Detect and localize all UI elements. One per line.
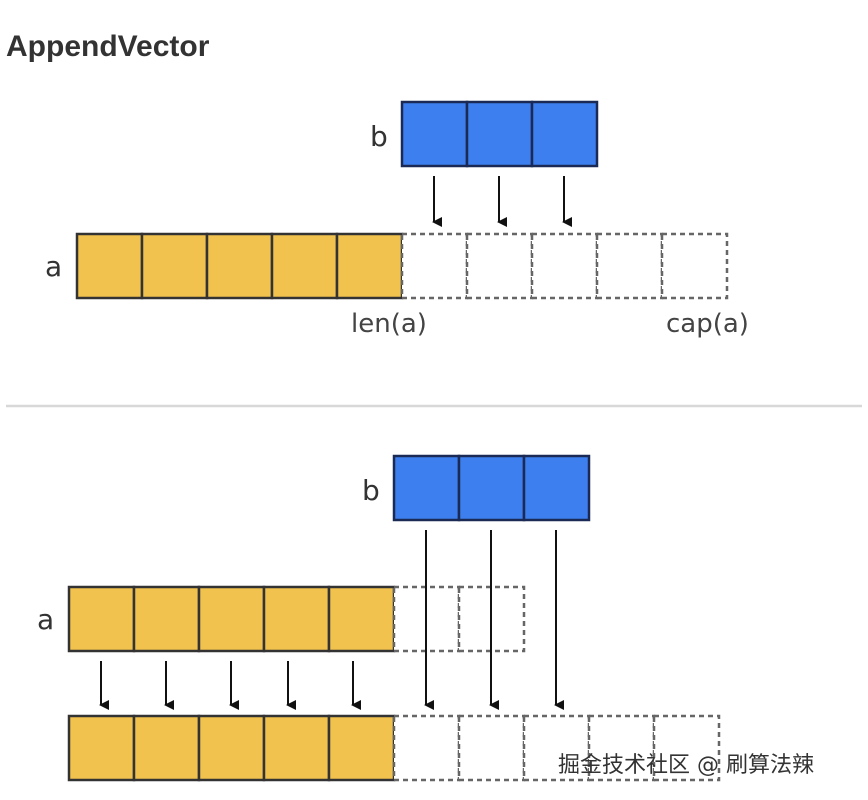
bottom-copy-arrows <box>99 530 564 710</box>
bottom-a-new-empty-cell <box>392 714 461 782</box>
bottom-a-new-cell <box>262 714 331 782</box>
top-a-empty-cell <box>465 232 534 300</box>
watermark-text: 掘金技术社区 @ 刷算法辣 <box>558 753 814 778</box>
bottom-a-old-cell <box>327 585 396 653</box>
cap-a-label: cap(a) <box>666 309 749 339</box>
bottom-a-new-empty-cell <box>457 714 526 782</box>
bottom-a-new-cell <box>132 714 201 782</box>
bottom-a-old-vector <box>67 585 526 653</box>
bottom-a-new-empty-cell <box>522 714 591 782</box>
bottom-b-cell <box>457 454 526 522</box>
top-a-vector <box>75 232 729 300</box>
top-b-label: b <box>370 120 388 153</box>
bottom-a-new-vector <box>67 714 721 782</box>
top-b-cell <box>465 100 534 168</box>
bottom-a-new-empty-cell <box>652 714 721 782</box>
top-a-cell <box>75 232 144 300</box>
len-a-label: len(a) <box>351 309 427 339</box>
top-copy-arrows <box>432 176 572 227</box>
top-b-vector <box>400 100 599 168</box>
top-panel: b a len(a) cap(a) <box>45 100 749 339</box>
bottom-a-new-empty-cell <box>587 714 656 782</box>
top-a-empty-cell <box>595 232 664 300</box>
top-b-cell <box>530 100 599 168</box>
top-a-label: a <box>45 250 62 283</box>
bottom-a-new-cell <box>67 714 136 782</box>
bottom-b-vector <box>392 454 591 522</box>
diagram-title: AppendVector <box>6 30 210 63</box>
bottom-b-cell <box>392 454 461 522</box>
bottom-a-old-cell <box>67 585 136 653</box>
top-a-cell <box>205 232 274 300</box>
bottom-b-label: b <box>362 474 380 507</box>
bottom-a-new-cell <box>197 714 266 782</box>
top-a-empty-cell <box>400 232 469 300</box>
top-a-cell <box>335 232 404 300</box>
bottom-b-cell <box>522 454 591 522</box>
bottom-a-new-cell <box>327 714 396 782</box>
top-a-cell <box>270 232 339 300</box>
top-a-cell <box>140 232 209 300</box>
bottom-panel: b a <box>37 454 721 782</box>
top-a-empty-cell <box>530 232 599 300</box>
bottom-a-old-cell <box>132 585 201 653</box>
bottom-a-old-cell <box>197 585 266 653</box>
top-a-empty-cell <box>660 232 729 300</box>
top-b-cell <box>400 100 469 168</box>
bottom-a-old-cell <box>262 585 331 653</box>
bottom-a-label: a <box>37 603 54 636</box>
